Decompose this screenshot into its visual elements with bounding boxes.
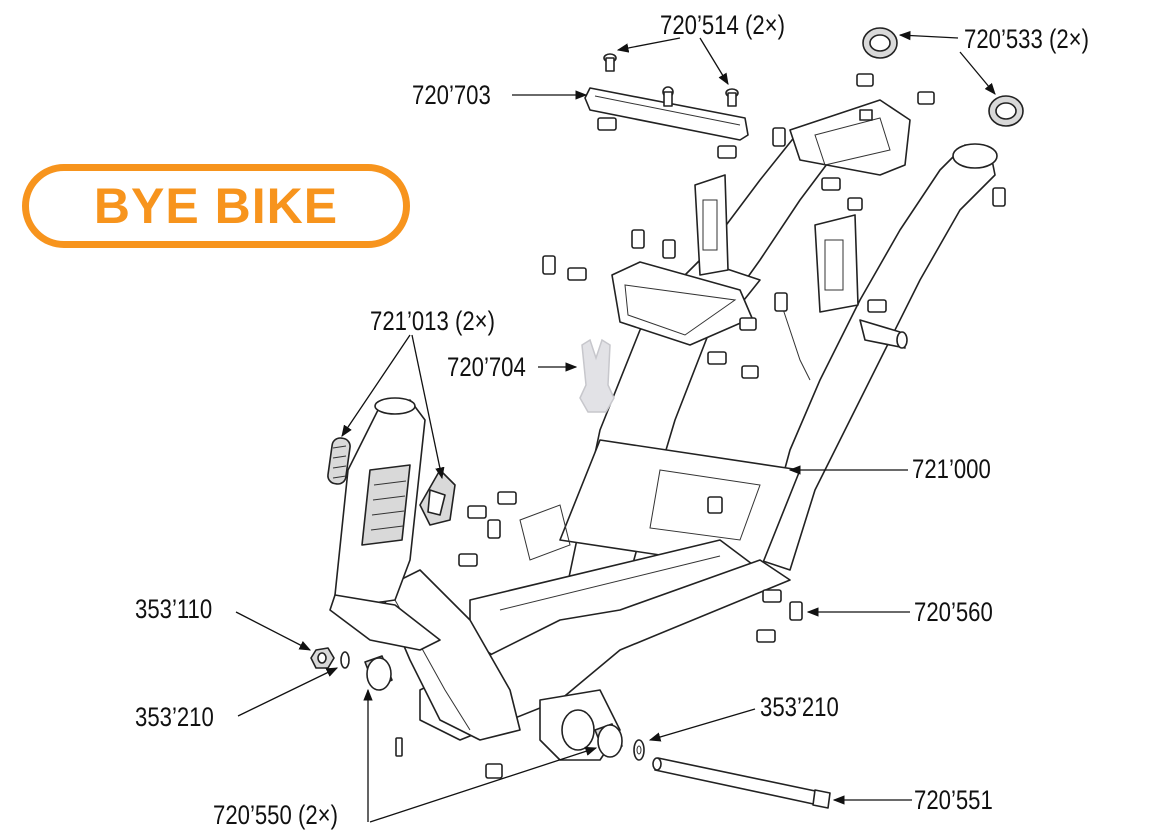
callout-720-704: 720’704 <box>447 352 526 382</box>
callout-353-210-left: 353’210 <box>135 702 214 732</box>
screw-left-part <box>603 53 617 72</box>
nut-part <box>310 647 335 669</box>
callout-720-514: 720’514 (2×) <box>660 10 785 40</box>
washer-right-part <box>633 739 645 761</box>
grommet-bottom-part <box>988 95 1024 127</box>
clip-nuts-part <box>395 73 1006 779</box>
callout-721-013: 721’013 (2×) <box>370 306 495 336</box>
callout-720-550: 720’550 (2×) <box>213 800 338 830</box>
callout-720-703: 720’703 <box>412 80 491 110</box>
vent-grille-right-part <box>419 469 456 526</box>
callout-353-210-right: 353’210 <box>760 692 839 722</box>
screw-right-part <box>725 88 739 107</box>
callout-720-533: 720’533 (2×) <box>964 24 1089 54</box>
callout-720-560: 720’560 <box>914 597 993 627</box>
bushing-right-part <box>594 723 623 758</box>
brand-logo-text: BYE BIKE <box>93 178 339 234</box>
callout-720-551: 720’551 <box>914 785 993 815</box>
top-plate-part <box>584 86 749 141</box>
axle-bolt-part <box>652 757 831 809</box>
bushing-left-part <box>364 655 393 691</box>
leader-lines <box>235 30 996 823</box>
washer-left-part <box>340 651 350 669</box>
callout-721-000: 721’000 <box>912 454 991 484</box>
bracket-part <box>579 338 615 413</box>
brand-logo: BYE BIKE <box>22 164 410 248</box>
main-frame-part <box>379 99 998 761</box>
callout-353-110: 353’110 <box>135 594 213 624</box>
head-tube-part <box>329 397 441 651</box>
grommet-top-part <box>862 27 898 59</box>
vent-grille-left-part <box>327 437 351 485</box>
